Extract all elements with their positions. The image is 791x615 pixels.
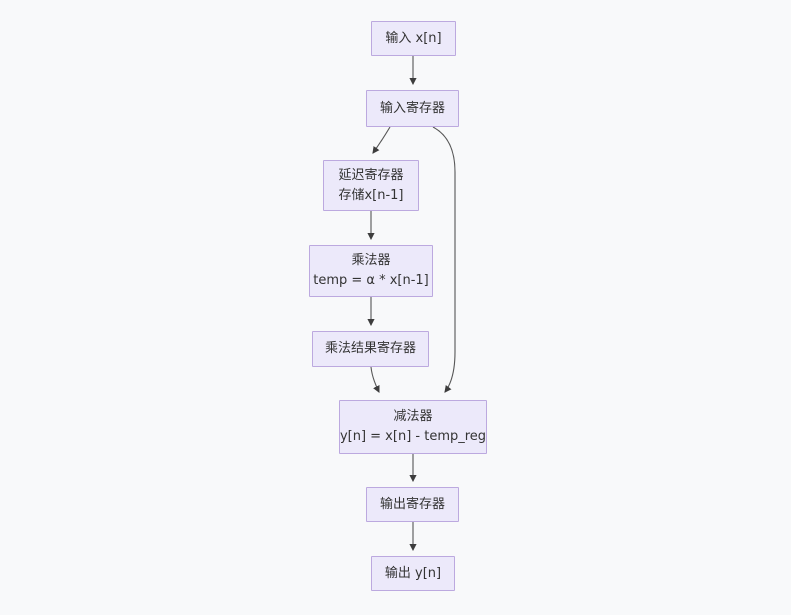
edge-input-register-to-delay-register (372, 126, 391, 154)
node-multiplier: 乘法器 temp = α * x[n-1] (309, 245, 433, 297)
node-input: 输入 x[n] (371, 21, 456, 56)
node-output: 输出 y[n] (371, 556, 455, 591)
node-output-register-label: 输出寄存器 (379, 496, 445, 512)
node-delay-register: 延迟寄存器 存储x[n-1] (323, 160, 419, 211)
node-subtractor: 减法器 y[n] = x[n] - temp_reg (339, 400, 487, 454)
node-delay-register-label-line2: 存储x[n-1] (338, 187, 404, 203)
node-subtractor-label-line2: y[n] = x[n] - temp_reg (339, 429, 487, 444)
node-output-label: 输出 y[n] (384, 565, 442, 581)
edge-input-register-to-subtractor (432, 126, 456, 393)
node-output-register: 输出寄存器 (366, 487, 459, 522)
node-mult-result-register-label: 乘法结果寄存器 (324, 341, 416, 356)
node-delay-register-label-line1: 延迟寄存器 (338, 167, 404, 183)
node-input-label: 输入 x[n] (385, 30, 442, 46)
node-input-register-label: 输入寄存器 (379, 100, 445, 116)
node-input-register: 输入寄存器 (366, 90, 459, 127)
node-subtractor-label-line1: 减法器 (393, 409, 433, 424)
node-multiplier-label-line1: 乘法器 (351, 253, 391, 268)
node-mult-result-register: 乘法结果寄存器 (312, 331, 429, 367)
edge-mult-result-register-to-subtractor (370, 366, 380, 393)
node-multiplier-label-line2: temp = α * x[n-1] (313, 273, 429, 288)
